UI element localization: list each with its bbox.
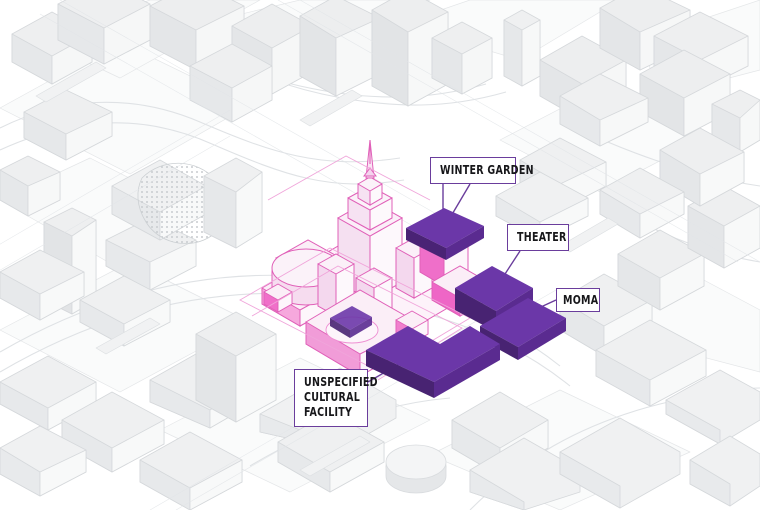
callout-moma-text: MOMA: [563, 293, 599, 307]
winter-garden-volume[interactable]: [406, 208, 484, 260]
callout-cultural-line-1: UNSPECIFIED: [304, 375, 378, 389]
callout-cultural-line-3: FACILITY: [304, 405, 353, 419]
moma-volume[interactable]: [480, 298, 566, 360]
callout-moma[interactable]: MOMA: [556, 288, 600, 312]
callout-cultural-line-2: CULTURAL: [304, 390, 361, 404]
cultural-facility-annex: [330, 306, 372, 338]
callout-theater[interactable]: THEATER: [507, 224, 569, 251]
callout-unspecified-cultural-facility[interactable]: UNSPECIFIED CULTURAL FACILITY: [294, 369, 378, 427]
leader-theater: [504, 250, 521, 275]
cultural-facility-volume[interactable]: [366, 326, 500, 398]
callout-winter-garden[interactable]: WINTER GARDEN: [430, 157, 534, 184]
callout-theater-text: THEATER: [517, 230, 567, 244]
callout-winter-garden-text: WINTER GARDEN: [440, 163, 534, 177]
